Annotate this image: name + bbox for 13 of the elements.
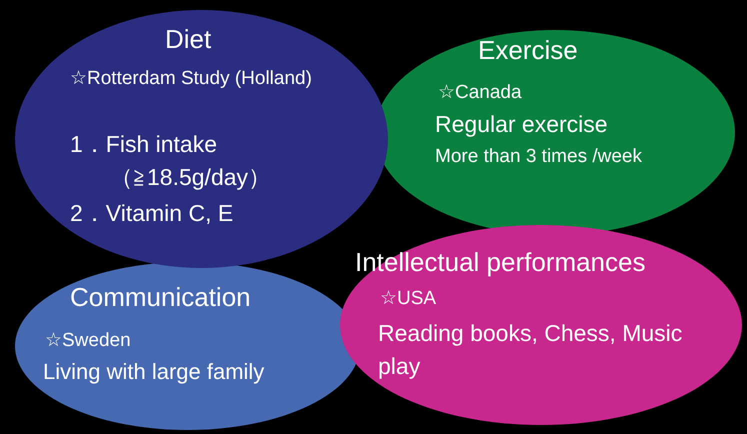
- body-text: More than 3 times /week: [435, 146, 642, 169]
- list-item: 2．Vitamin C, E: [70, 200, 234, 228]
- study-note: ☆Rotterdam Study (Holland): [70, 68, 312, 91]
- study-note: ☆Canada: [438, 82, 522, 105]
- body-text: Reading books, Chess, Music play: [378, 319, 684, 382]
- body-text: Regular exercise: [435, 111, 608, 139]
- heading: Exercise: [478, 35, 578, 66]
- study-note: ☆Sweden: [45, 330, 131, 353]
- list-item: 1．Fish intake （≧18.5g/day）: [70, 130, 272, 192]
- heading: Communication: [70, 282, 251, 314]
- study-note: ☆USA: [380, 288, 436, 311]
- heading: Diet: [165, 24, 212, 56]
- body-text: Living with large family: [43, 359, 264, 386]
